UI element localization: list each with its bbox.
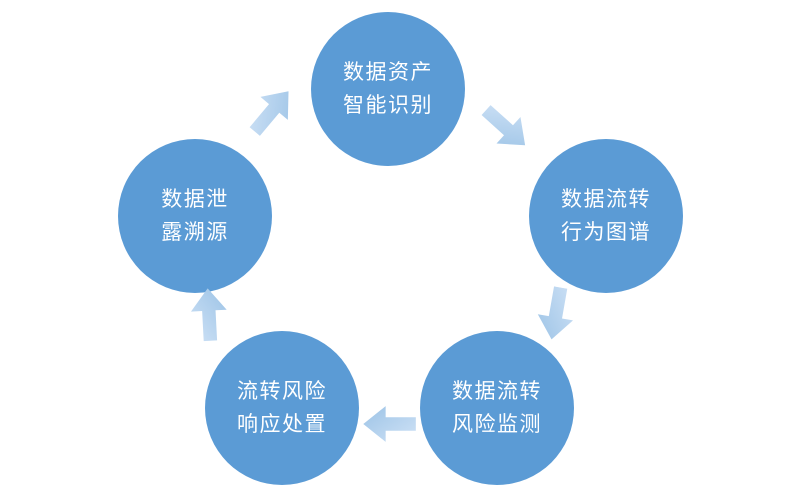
node-flow-risk-response-handling: 流转风险 响应处置 (205, 331, 359, 485)
node-label: 露溯源 (161, 220, 229, 244)
node-label: 响应处置 (237, 412, 327, 436)
node-label: 流转风险 (237, 379, 327, 403)
arrow-behavior-graph-to-risk-monitoring (533, 284, 580, 344)
node-label: 数据流转 (561, 187, 651, 211)
block-arrow-icon (249, 91, 289, 136)
node-label: 行为图谱 (561, 220, 651, 244)
node-label: 智能识别 (343, 93, 433, 117)
arrow-leak-tracing-to-asset-identification (240, 78, 304, 144)
block-arrow-icon (363, 406, 416, 442)
node-data-leak-tracing: 数据泄 露溯源 (118, 139, 272, 293)
node-label: 数据泄 (161, 187, 229, 211)
block-arrow-icon (190, 288, 227, 342)
node-label: 风险监测 (452, 412, 542, 436)
arrow-risk-monitoring-to-response-handling (362, 405, 416, 443)
node-label: 数据资产 (343, 60, 433, 84)
block-arrow-icon (481, 105, 526, 146)
node-label: 数据流转 (452, 379, 542, 403)
node-data-flow-risk-monitoring: 数据流转 风险监测 (420, 331, 574, 485)
block-arrow-icon (537, 286, 574, 340)
arrow-response-handling-to-leak-tracing (189, 286, 230, 342)
node-data-asset-identification: 数据资产 智能识别 (311, 12, 465, 166)
node-data-flow-behavior-graph: 数据流转 行为图谱 (529, 139, 683, 293)
arrow-asset-identification-to-behavior-graph (473, 96, 539, 160)
